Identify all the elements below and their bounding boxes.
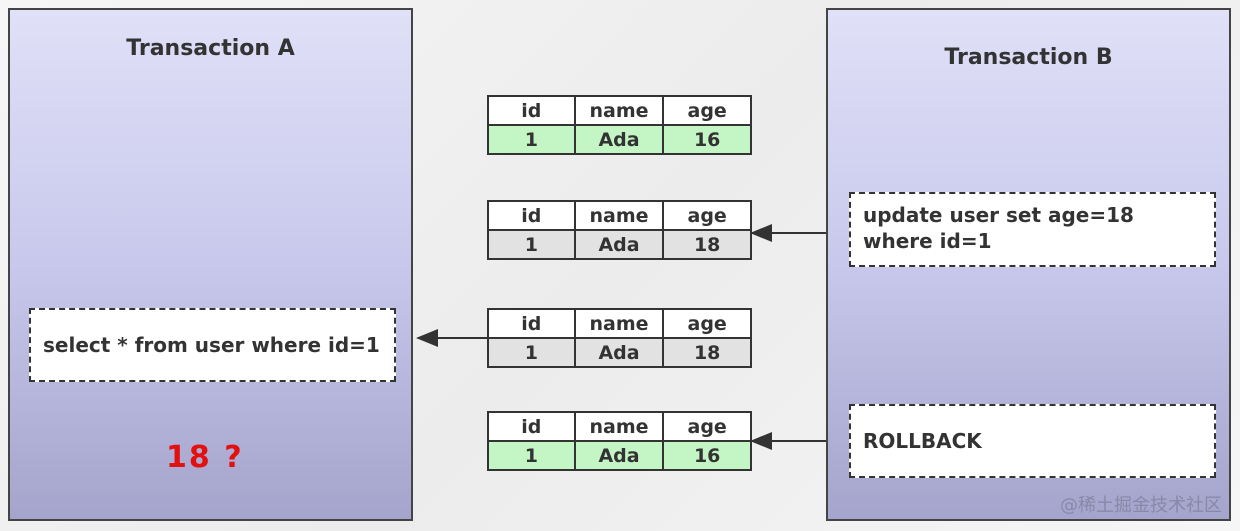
arrow-update-icon (750, 224, 826, 242)
header-name: name (573, 95, 665, 126)
cell-age: 16 (662, 124, 752, 155)
header-age: age (662, 200, 752, 231)
header-name: name (573, 200, 665, 231)
header-id: id (487, 308, 576, 339)
header-age: age (662, 411, 752, 442)
header-age: age (662, 308, 752, 339)
select-query-box: select * from user where id=1 (29, 308, 396, 382)
cell-id: 1 (487, 337, 576, 368)
cell-age: 18 (662, 337, 752, 368)
cell-age: 16 (662, 440, 752, 471)
cell-id: 1 (487, 440, 576, 471)
transaction-b-title: Transaction B (944, 45, 1113, 70)
transaction-a-title: Transaction A (126, 36, 295, 61)
header-name: name (573, 308, 665, 339)
header-age: age (662, 95, 752, 126)
cell-name: Ada (573, 229, 665, 260)
watermark: @稀土掘金技术社区 (1060, 495, 1222, 516)
rollback-box: ROLLBACK (849, 404, 1216, 478)
arrow-rollback-icon (750, 432, 826, 450)
header-name: name (573, 411, 665, 442)
header-id: id (487, 200, 576, 231)
arrow-select-icon (416, 329, 487, 347)
cell-age: 18 (662, 229, 752, 260)
cell-name: Ada (573, 124, 665, 155)
cell-name: Ada (573, 440, 665, 471)
cell-id: 1 (487, 229, 576, 260)
cell-name: Ada (573, 337, 665, 368)
header-id: id (487, 411, 576, 442)
cell-id: 1 (487, 124, 576, 155)
update-query-box: update user set age=18 where id=1 (849, 192, 1216, 267)
transaction-a-panel: Transaction A (8, 8, 413, 521)
result-question: 18 ? (166, 440, 244, 475)
header-id: id (487, 95, 576, 126)
